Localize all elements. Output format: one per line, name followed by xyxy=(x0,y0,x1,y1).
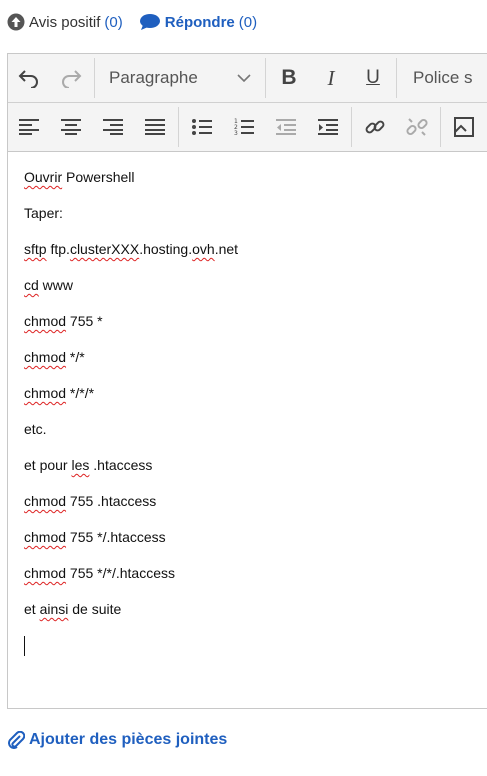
indent-icon xyxy=(318,119,338,135)
insert-image-button[interactable] xyxy=(443,107,485,147)
undo-button[interactable] xyxy=(8,58,50,98)
content-line: et ainsi de suite xyxy=(24,601,122,617)
add-attachments-label: Ajouter des pièces jointes xyxy=(29,731,228,748)
align-justify-icon xyxy=(145,119,165,135)
content-line: Taper: xyxy=(24,205,63,221)
font-family-select[interactable]: Police s xyxy=(413,68,473,87)
toolbar-separator xyxy=(396,58,397,98)
content-line: chmod */*/* xyxy=(24,385,95,401)
content-line: chmod 755 */.htaccess xyxy=(24,529,166,545)
align-left-icon xyxy=(19,119,39,135)
post-actions: Avis positif (0) Répondre (0) xyxy=(7,10,273,34)
cursor-line xyxy=(24,632,480,668)
toolbar-separator xyxy=(178,107,179,147)
content-line: et pour les .htaccess xyxy=(24,457,153,473)
reply-action[interactable]: Répondre (0) xyxy=(139,13,257,31)
paragraph-format-value: Paragraphe xyxy=(109,68,198,87)
link-icon xyxy=(365,120,385,134)
outdent-icon xyxy=(276,119,296,135)
align-justify-button[interactable] xyxy=(134,107,176,147)
content-line: cd www xyxy=(24,277,74,293)
svg-text:3: 3 xyxy=(234,130,238,136)
text-cursor xyxy=(24,636,25,656)
add-attachments-link[interactable]: Ajouter des pièces jointes xyxy=(7,731,227,749)
align-center-button[interactable] xyxy=(50,107,92,147)
undo-icon xyxy=(18,70,38,88)
insert-link-button[interactable] xyxy=(354,107,396,147)
like-action[interactable]: Avis positif (0) xyxy=(7,13,123,31)
align-center-icon xyxy=(61,119,81,135)
content-line: chmod 755 * xyxy=(24,313,103,329)
toolbar-separator xyxy=(265,58,266,98)
speech-bubble-icon xyxy=(139,13,161,31)
reply-label: Répondre xyxy=(164,13,235,31)
svg-text:1: 1 xyxy=(234,118,238,125)
bold-button[interactable]: B xyxy=(281,66,297,89)
toolbar-separator xyxy=(440,107,441,147)
content-line: etc. xyxy=(24,421,47,437)
align-right-button[interactable] xyxy=(92,107,134,147)
toolbar-separator xyxy=(94,58,95,98)
editor-content[interactable]: Ouvrir Powershell Taper: sftp ftp.cluste… xyxy=(8,152,487,680)
redo-button[interactable] xyxy=(50,58,92,98)
arrow-up-circle-icon xyxy=(7,13,25,31)
bullet-list-icon xyxy=(192,119,212,135)
outdent-button[interactable] xyxy=(265,107,307,147)
numbered-list-icon: 123 xyxy=(234,118,254,136)
indent-button[interactable] xyxy=(307,107,349,147)
content-line: Ouvrir Powershell xyxy=(24,169,135,185)
bullet-list-button[interactable] xyxy=(181,107,223,147)
paperclip-icon xyxy=(8,731,25,749)
content-line: chmod 755 .htaccess xyxy=(24,493,157,509)
reply-count: (0) xyxy=(238,13,258,31)
chevron-down-icon xyxy=(237,74,251,82)
like-count: (0) xyxy=(104,13,123,31)
toolbar-separator xyxy=(351,107,352,147)
paragraph-format-select[interactable]: Paragraphe xyxy=(97,58,263,98)
align-right-icon xyxy=(103,119,123,135)
like-label: Avis positif xyxy=(29,13,101,31)
svg-text:2: 2 xyxy=(234,124,238,131)
italic-button[interactable]: I xyxy=(327,65,335,90)
content-line: sftp ftp.clusterXXX.hosting.ovh.net xyxy=(24,241,239,257)
content-line: chmod 755 */*/.htaccess xyxy=(24,565,175,581)
redo-icon xyxy=(62,70,82,88)
underline-button[interactable]: U xyxy=(366,67,380,88)
unlink-button[interactable] xyxy=(396,107,438,147)
align-left-button[interactable] xyxy=(8,107,50,147)
toolbar-row-1: Paragraphe B I U Police s xyxy=(8,54,487,103)
image-icon xyxy=(454,117,474,137)
content-line: chmod */* xyxy=(24,349,85,365)
word-ouvrir: Ouvrir xyxy=(24,169,63,185)
unlink-icon xyxy=(406,118,428,136)
